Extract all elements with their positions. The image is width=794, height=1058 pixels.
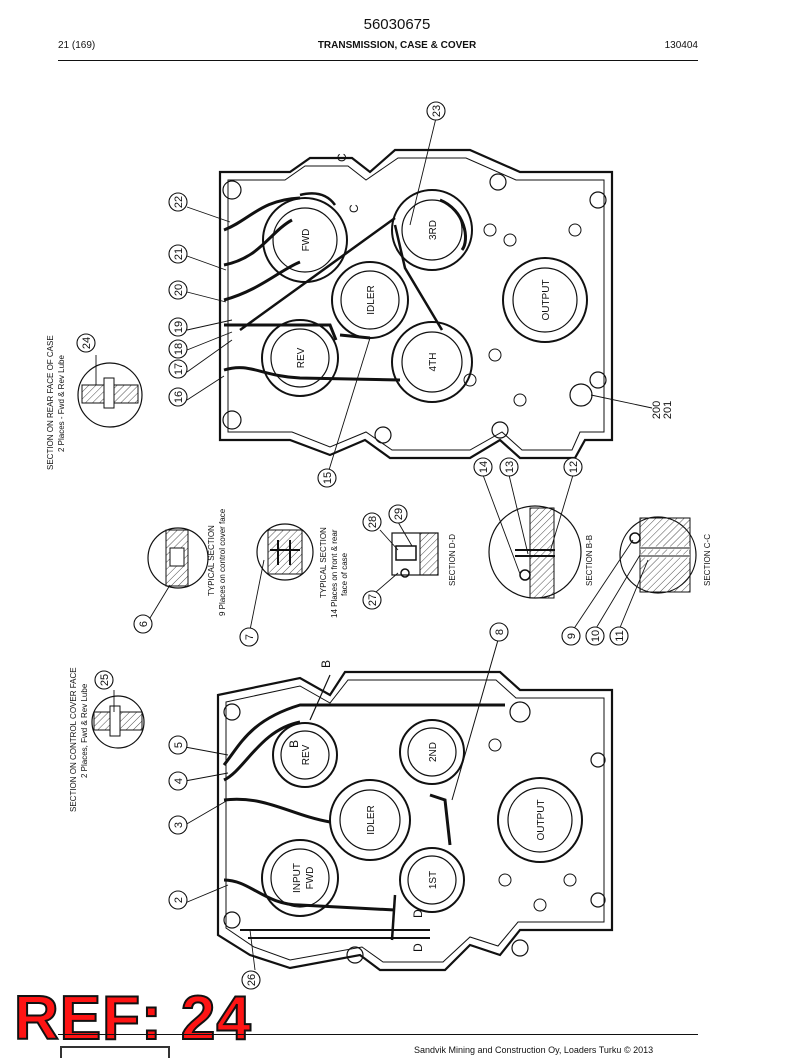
callout-8: 8 [494, 629, 506, 635]
callout-12: 12 [568, 461, 580, 473]
note-typical-section-2: TYPICAL SECTION [319, 527, 328, 598]
callout-23: 23 [431, 105, 443, 117]
gear-label-output-cover: OUTPUT [536, 799, 547, 840]
header-rule [58, 60, 698, 61]
gear-label-4th: 4TH [428, 353, 439, 372]
note-control-cover-title: SECTION ON CONTROL COVER FACE [69, 667, 78, 812]
callout-17: 17 [173, 363, 185, 375]
note-section-bb: SECTION B-B [585, 535, 594, 586]
callout-201: 201 [662, 401, 674, 419]
note-typical-section-1-sub: 9 Places on control cover face [218, 508, 227, 616]
callout-20: 20 [173, 284, 185, 296]
detail-view-24 [77, 362, 143, 428]
callout-28: 28 [367, 516, 379, 528]
gear-label-input: INPUT [292, 863, 303, 893]
callout-24: 24 [81, 337, 93, 349]
callout-numbers: 2 3 4 5 6 7 8 9 10 11 12 13 14 15 16 17 … [81, 105, 674, 986]
callout-7: 7 [244, 634, 256, 640]
footer-rule [58, 1034, 698, 1035]
gear-label-2nd: 2ND [428, 742, 439, 762]
callout-18: 18 [173, 343, 185, 355]
manufacturer-logo [60, 1046, 170, 1058]
page-title: TRANSMISSION, CASE & COVER [317, 40, 477, 51]
callout-25: 25 [99, 674, 111, 686]
detail-view-7 [256, 523, 314, 581]
note-rear-case-title: SECTION ON REAR FACE OF CASE [46, 335, 55, 470]
gear-label-fwd-cover: FWD [305, 867, 316, 890]
gear-label-idler-cover: IDLER [366, 805, 377, 834]
callout-15: 15 [322, 472, 334, 484]
callout-200: 200 [651, 401, 663, 419]
detail-view-cc [619, 516, 697, 594]
callout-26: 26 [246, 974, 258, 986]
note-typical-section-2-sub2: face of case [340, 552, 349, 596]
note-control-cover-sub: 2 Places, Fwd & Rev Lube [80, 683, 89, 778]
gear-label-fwd: FWD [301, 229, 312, 252]
callout-14: 14 [478, 461, 490, 473]
section-letter-b: B [319, 660, 333, 668]
cover-gear-labels: REV 2ND IDLER OUTPUT INPUT FWD 1ST [292, 742, 547, 893]
callout-19: 19 [173, 321, 185, 333]
detail-view-6 [147, 527, 209, 589]
date-code: 130404 [664, 40, 698, 51]
page-number: 21 (169) [58, 40, 96, 51]
note-typical-section-2-sub: 14 Places on front & rear [330, 529, 339, 618]
note-typical-section-1: TYPICAL SECTION [207, 525, 216, 596]
detail-view-25 [91, 695, 145, 749]
callout-13: 13 [504, 461, 516, 473]
section-notes: SECTION ON REAR FACE OF CASE 2 Places - … [46, 335, 712, 812]
footer-copyright: Sandvik Mining and Construction Oy, Load… [414, 1045, 654, 1055]
gear-label-output: OUTPUT [541, 279, 552, 320]
callout-27: 27 [367, 594, 379, 606]
callout-21: 21 [173, 248, 185, 260]
reference-label: REF: 24 [13, 984, 252, 1053]
callout-10: 10 [590, 630, 602, 642]
callout-9: 9 [566, 633, 578, 639]
note-section-cc: SECTION C-C [703, 534, 712, 586]
callout-5: 5 [173, 742, 185, 748]
gear-label-idler: IDLER [366, 285, 377, 314]
section-letter-b: B [287, 740, 301, 748]
control-cover-face [216, 639, 614, 972]
case-rear-face [218, 148, 614, 460]
section-letter-d: D [411, 943, 425, 952]
callout-29: 29 [393, 508, 405, 520]
detail-view-dd [391, 532, 439, 578]
note-rear-case-sub: 2 Places - Fwd & Rev Lube [57, 355, 66, 452]
gear-label-rev-cover: REV [301, 744, 312, 765]
callout-3: 3 [173, 822, 185, 828]
callout-bubbles [76, 101, 629, 990]
section-letter-d: D [411, 909, 425, 918]
callout-2: 2 [173, 897, 185, 903]
callout-11: 11 [614, 630, 626, 641]
leader-lines [95, 117, 653, 971]
section-letters: C C B B D D [287, 153, 425, 952]
case-gear-labels: FWD 3RD IDLER OUTPUT REV 4TH [296, 220, 552, 371]
callout-22: 22 [173, 196, 185, 208]
callout-4: 4 [173, 778, 185, 784]
note-section-dd: SECTION D-D [448, 534, 457, 586]
gear-label-3rd: 3RD [428, 220, 439, 240]
section-letter-c: C [347, 204, 361, 213]
detail-view-bb [488, 505, 582, 599]
callout-6: 6 [138, 621, 150, 627]
callout-16: 16 [173, 391, 185, 403]
gear-label-1st: 1ST [428, 871, 439, 889]
gear-label-rev: REV [296, 347, 307, 368]
section-letter-c: C [335, 153, 349, 162]
document-number: 56030675 [363, 16, 431, 33]
